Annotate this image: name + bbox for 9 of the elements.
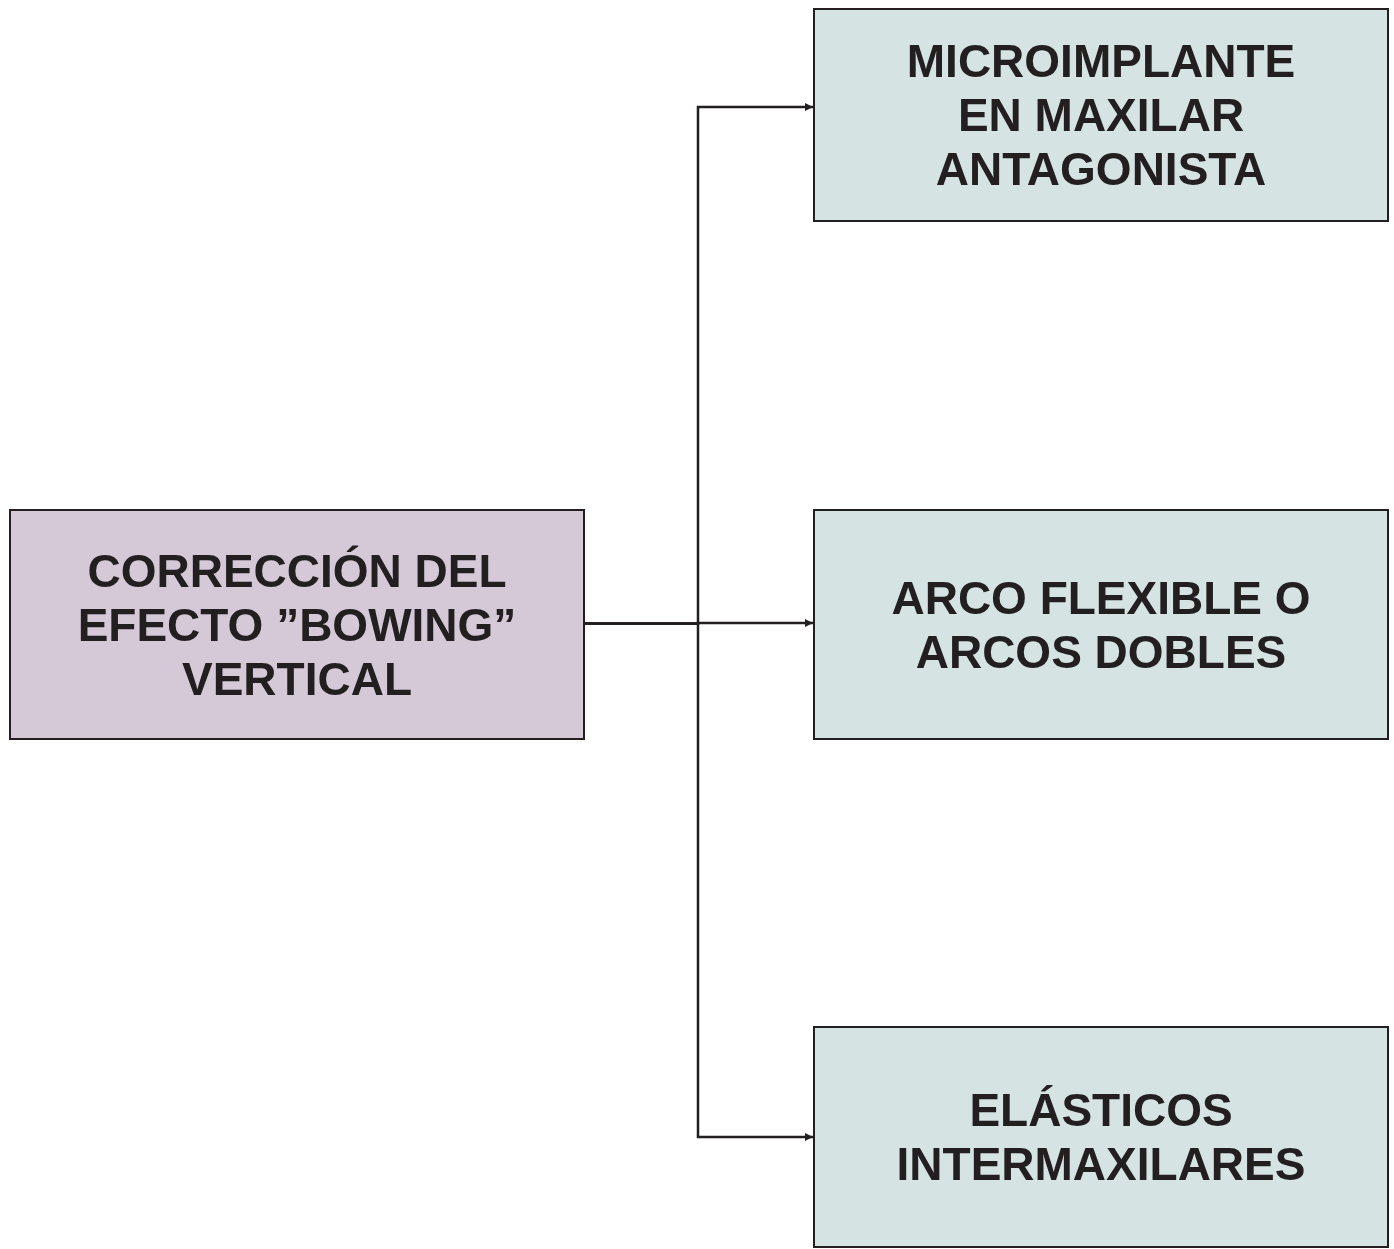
arrow (585, 622, 813, 1141)
box-label: CORRECCIÓN DEL EFECTO ”BOWING” VERTICAL (76, 543, 518, 706)
box-label: ARCO FLEXIBLE O ARCOS DOBLES (891, 570, 1311, 679)
process-box (813, 8, 1389, 222)
box-label: MICROIMPLANTE EN MAXILAR ANTAGONISTA (905, 34, 1297, 196)
box-label: ELÁSTICOS INTERMAXILARES (895, 1083, 1307, 1191)
process-box (813, 509, 1389, 740)
process-box (9, 509, 585, 740)
process-box (813, 1026, 1389, 1248)
